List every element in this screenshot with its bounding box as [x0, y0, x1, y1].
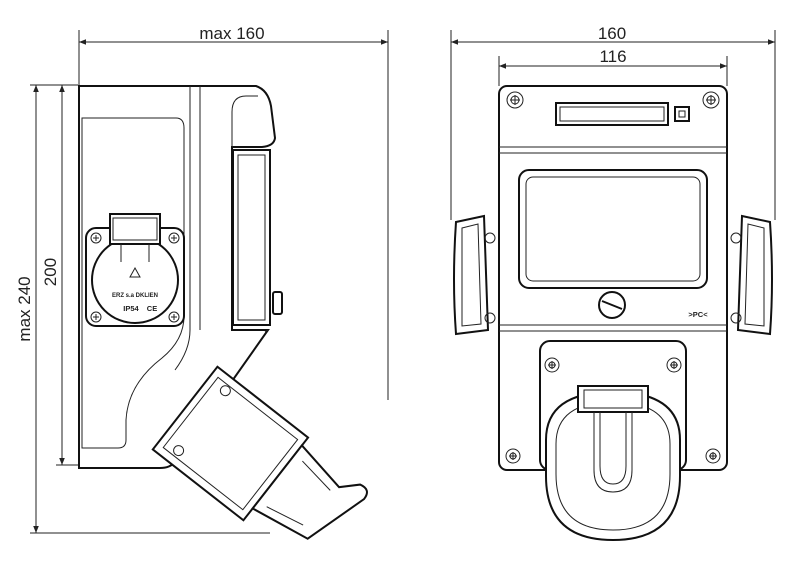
screw-icon	[705, 448, 721, 464]
enclosure-seam	[174, 86, 191, 371]
angled-socket	[151, 365, 368, 540]
dimension-side-width: max 160	[78, 24, 389, 400]
indicator-square-icon	[674, 106, 690, 122]
socket-rating: IP54	[123, 304, 139, 313]
side-view: max 160 max 240 200	[15, 24, 389, 540]
ce-mark: CE	[147, 304, 157, 313]
socket-maker: ERZ s.a DKLIEN	[112, 293, 158, 299]
dimension-label: max 160	[199, 24, 264, 43]
dimension-label: max 240	[15, 276, 34, 341]
screw-icon	[544, 357, 560, 373]
mounting-bracket-right	[730, 214, 773, 336]
dimension-side-height-outer: max 240	[15, 84, 270, 534]
dimension-front-width-outer: 160	[450, 24, 776, 220]
dimension-front-width-inner: 116	[498, 47, 728, 86]
front-view: 160 116	[450, 24, 776, 542]
inspection-window	[518, 169, 708, 289]
enclosure-seam	[231, 95, 258, 147]
socket-face: ERZ s.a DKLIEN IP54 CE	[85, 213, 185, 327]
mounting-bracket-left	[453, 214, 496, 336]
inner-panel	[81, 117, 185, 449]
lock-screw-icon	[598, 291, 626, 319]
screw-icon	[505, 448, 521, 464]
screw-icon	[666, 357, 682, 373]
plug-socket	[545, 385, 681, 542]
dimension-label: 160	[598, 24, 626, 43]
side-lid	[232, 149, 283, 326]
socket-joint	[264, 329, 269, 333]
screw-icon	[506, 91, 524, 109]
dimension-label: 116	[599, 47, 626, 66]
label-slot	[555, 102, 669, 126]
dimension-label: 200	[41, 258, 60, 286]
warning-triangle-icon	[129, 266, 141, 278]
dimension-side-height-inner: 200	[41, 85, 78, 466]
screw-icon	[702, 91, 720, 109]
material-mark: >PC<	[688, 310, 708, 319]
